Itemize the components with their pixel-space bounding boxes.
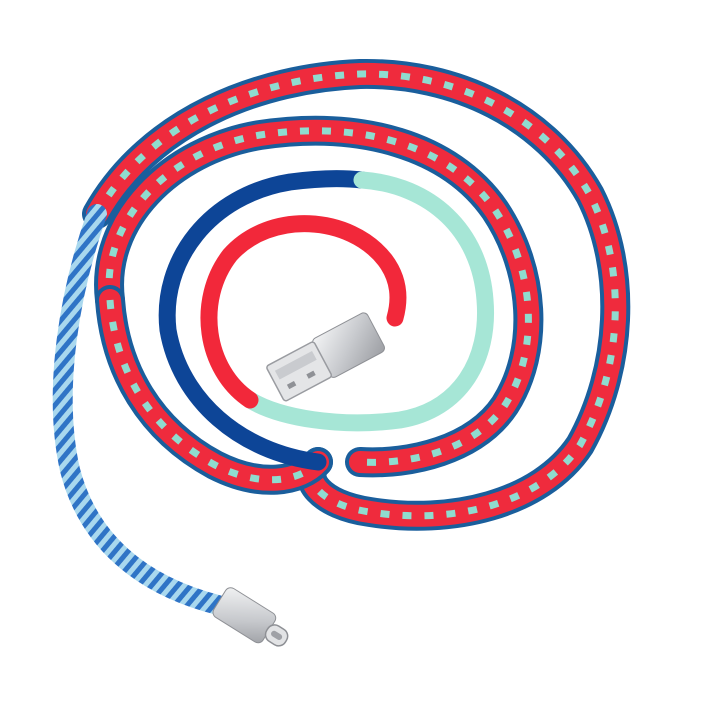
red-cable-segment <box>200 215 407 409</box>
middle-braid-cross <box>105 127 532 466</box>
usb-a-tongue <box>274 350 317 380</box>
left-braided-section <box>95 285 333 495</box>
outer-braid-cross-a <box>93 70 619 520</box>
left-braid-core <box>99 289 329 491</box>
usb-a-plug <box>266 312 385 402</box>
usb-c-port-icon <box>271 630 283 640</box>
striped-cable-tail <box>52 204 228 615</box>
usb-a-shell <box>266 341 333 402</box>
usb-c-plug <box>212 587 289 647</box>
usb-a-hole-icon <box>306 370 316 379</box>
mint-cable-segment <box>241 171 495 432</box>
navy-cable-segment <box>158 170 371 471</box>
outer-braided-coil <box>82 58 631 531</box>
usb-a-hole-icon <box>286 380 297 390</box>
middle-braided-coil <box>94 115 544 478</box>
